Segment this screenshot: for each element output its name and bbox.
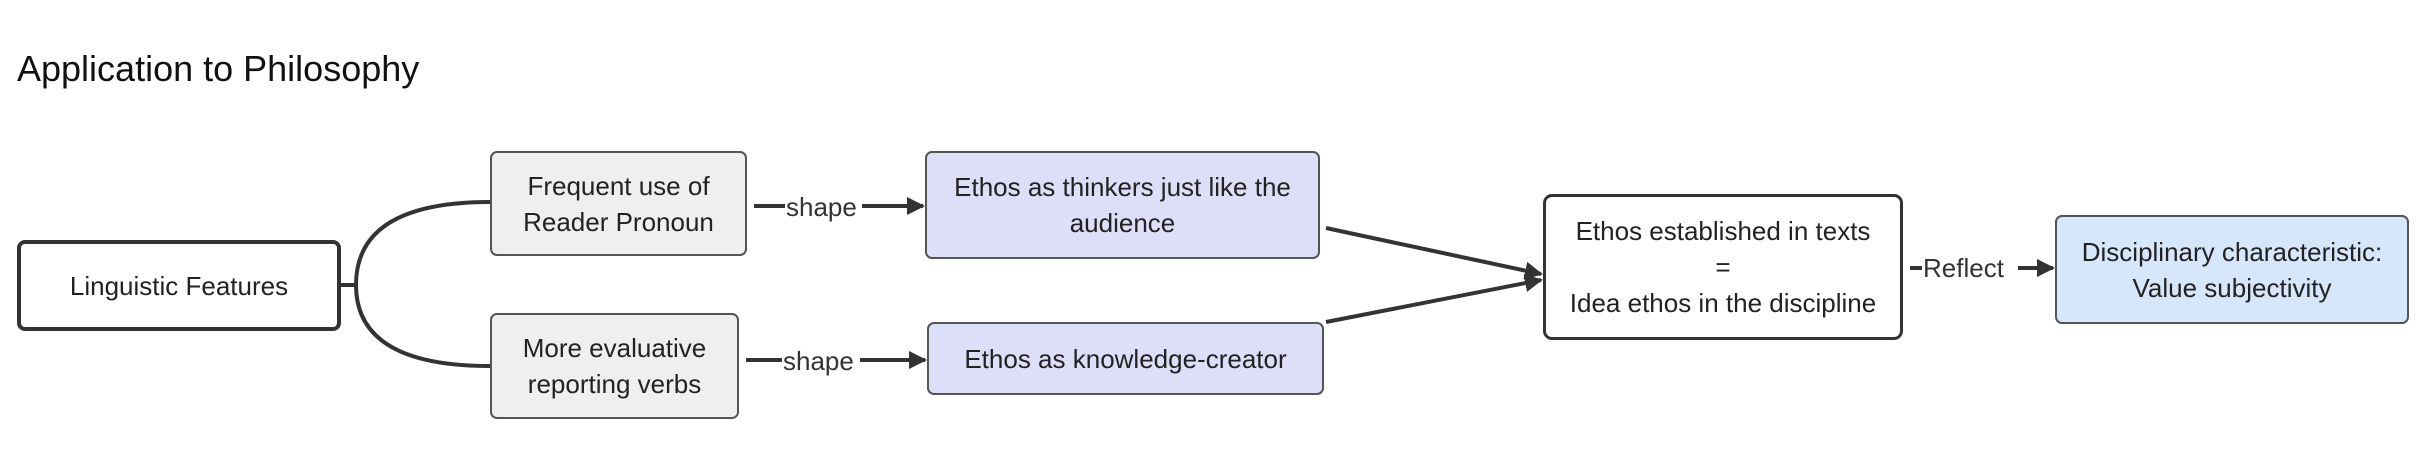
edge-label-shape-bottom: shape xyxy=(782,346,855,376)
edge-label-shape-top: shape xyxy=(785,192,858,222)
branch-to-reporting-verbs xyxy=(354,284,491,368)
node-ethos-established[interactable]: Ethos established in texts = Idea ethos … xyxy=(1543,194,1903,340)
node-label-line: Disciplinary characteristic: xyxy=(2081,236,2383,267)
node-label-line: = xyxy=(1715,252,1731,282)
node-label-line: audience xyxy=(1069,208,1176,238)
node-reporting-verbs[interactable]: More evaluative reporting verbs xyxy=(490,313,739,419)
node-disciplinary-characteristic[interactable]: Disciplinary characteristic: Value subje… xyxy=(2055,215,2409,324)
arrow-knowledge-to-established xyxy=(1325,274,1543,324)
node-label-line: Ethos established in texts xyxy=(1575,216,1871,246)
node-reader-pronoun[interactable]: Frequent use of Reader Pronoun xyxy=(490,151,747,256)
node-label: Ethos as knowledge-creator xyxy=(964,343,1287,374)
node-label: Linguistic Features xyxy=(69,270,289,301)
node-ethos-knowledge-creator[interactable]: Ethos as knowledge-creator xyxy=(927,322,1324,395)
node-label-line: Value subjectivity xyxy=(2132,272,2332,303)
node-label-line: reporting verbs xyxy=(527,369,702,399)
edge-label-reflect: Reflect xyxy=(1922,253,2005,283)
node-ethos-thinkers[interactable]: Ethos as thinkers just like the audience xyxy=(925,151,1320,259)
node-label-line: Reader Pronoun xyxy=(523,206,714,237)
arrow-thinkers-to-established xyxy=(1325,226,1543,280)
node-label-line: Ethos as thinkers just like the xyxy=(954,172,1291,202)
diagram-title: Application to Philosophy xyxy=(17,48,420,89)
node-linguistic-features[interactable]: Linguistic Features xyxy=(17,240,341,331)
branch-to-reader-pronoun xyxy=(341,200,491,287)
node-label-line: Idea ethos in the discipline xyxy=(1569,288,1877,318)
node-label-line: Frequent use of xyxy=(527,170,710,201)
node-label-line: More evaluative xyxy=(522,333,707,363)
